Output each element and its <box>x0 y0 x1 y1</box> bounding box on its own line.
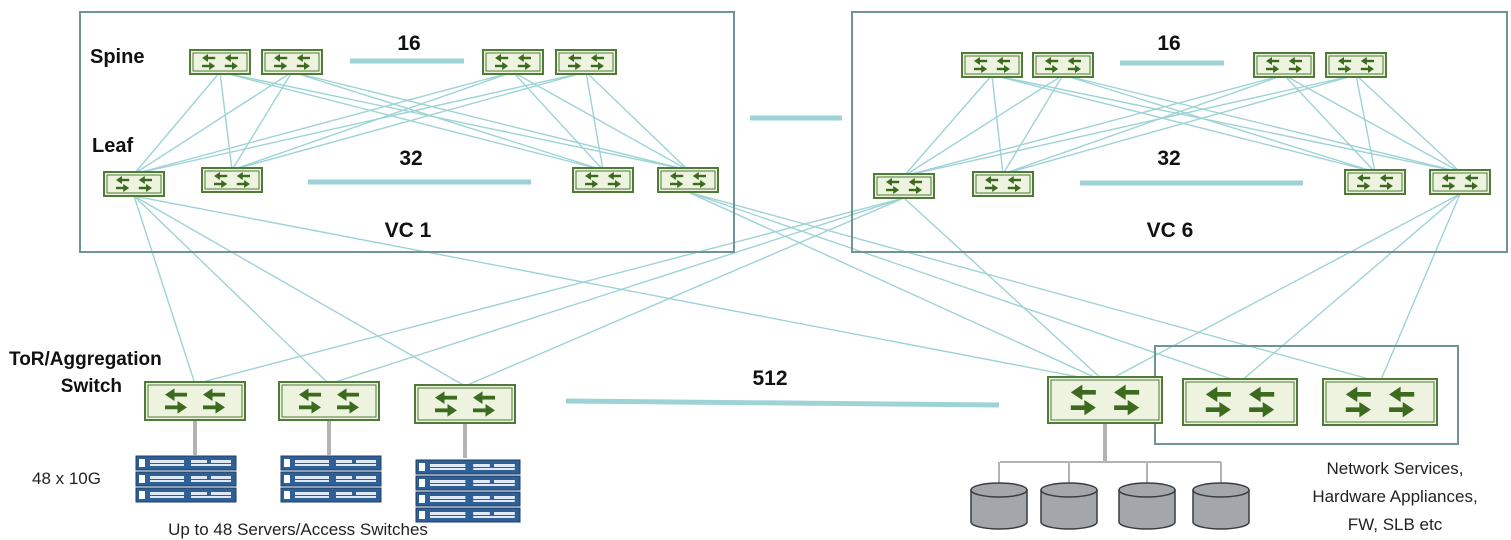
count-bars <box>308 58 1303 408</box>
spine-leaf-link <box>133 71 221 175</box>
leaf-tor-link <box>133 195 466 387</box>
leaf-tor-link <box>328 197 905 385</box>
spine-leaf-link <box>1002 74 1285 175</box>
leaf-tor-link <box>133 195 330 385</box>
leaf-tor-link <box>194 197 905 385</box>
leaf-tor-link <box>687 191 1381 383</box>
spine-leaf-link <box>585 71 604 171</box>
storage-cylinder-1: storage-cylinder-icon <box>970 482 1028 530</box>
link-lines <box>133 71 1461 387</box>
spine-leaf-link <box>1062 74 1461 173</box>
tor-label-line1: ToR/Aggregation <box>9 349 162 370</box>
leaf-switch-vc1-1: switch-icon <box>103 171 165 197</box>
spine-leaf-link <box>1283 74 1461 173</box>
spine-leaf-link <box>512 71 689 171</box>
leaf-tor-link <box>133 195 196 385</box>
servers-caption: Up to 48 Servers/Access Switches <box>168 520 428 539</box>
spine-label: Spine <box>90 46 144 68</box>
devices: switch-icon switch-icon switch-icon switch-… <box>103 49 1491 530</box>
vc1-leaf-count: 32 <box>399 147 422 170</box>
spine-switch-vc6-2: switch-icon <box>1032 52 1094 78</box>
leaf-tor-link <box>133 195 1106 383</box>
leaf-tor-link <box>687 191 1241 383</box>
services-line1: Network Services, <box>1327 459 1464 478</box>
spine-leaf-link <box>1002 74 1357 175</box>
tor-switch-2: switch-icon <box>278 381 380 421</box>
spine-switch-vc6-4: switch-icon <box>1325 52 1387 78</box>
tor-switch-1: switch-icon <box>144 381 246 421</box>
spine-leaf-link <box>991 74 1004 175</box>
vc1-spine-count: 16 <box>397 32 420 55</box>
leaf-tor-link <box>1379 193 1461 383</box>
spine-switch-vc1-2: switch-icon <box>261 49 323 75</box>
leaf-tor-link <box>1104 193 1461 383</box>
leaf-switch-vc1-3: switch-icon <box>572 167 634 193</box>
spine-switch-vc1-1: switch-icon <box>189 49 251 75</box>
spine-leaf-link <box>219 71 233 171</box>
spine-leaf-link <box>133 71 293 175</box>
leaf-switch-vc6-3: switch-icon <box>1344 169 1406 195</box>
vc6-name: VC 6 <box>1147 219 1194 242</box>
service-switch-1: switch-icon <box>1047 376 1163 424</box>
spine-leaf-link <box>903 74 1064 177</box>
spine-leaf-link <box>133 71 514 175</box>
spine-leaf-link <box>1355 74 1461 173</box>
leaf-switch-vc6-4: switch-icon <box>1429 169 1491 195</box>
storage-cylinder-4: storage-cylinder-icon <box>1192 482 1250 530</box>
vc1-box <box>79 11 735 253</box>
services-line3: FW, SLB etc <box>1348 515 1443 534</box>
server-stack-1: server-rack-icon <box>135 455 237 503</box>
leaf-tor-link <box>464 197 905 387</box>
tor-count: 512 <box>752 367 787 390</box>
port-label: 48 x 10G <box>32 469 101 488</box>
spine-leaf-link <box>291 71 604 171</box>
spine-leaf-link <box>585 71 689 171</box>
service-switch-3: switch-icon <box>1322 378 1438 426</box>
leaf-tor-link <box>903 197 1106 383</box>
spine-leaf-link <box>231 71 514 171</box>
spine-switch-vc6-1: switch-icon <box>961 52 1023 78</box>
spine-leaf-link <box>133 71 587 175</box>
tor-label-line2: Switch <box>61 376 122 397</box>
spine-switch-vc1-4: switch-icon <box>555 49 617 75</box>
spine-leaf-link <box>231 71 587 171</box>
leaf-switch-vc1-4: switch-icon <box>657 167 719 193</box>
spine-leaf-link <box>1002 74 1064 175</box>
storage-cylinder-2: storage-cylinder-icon <box>1040 482 1098 530</box>
services-line2: Hardware Appliances, <box>1312 487 1477 506</box>
leaf-switch-vc6-1: switch-icon <box>873 173 935 199</box>
spine-leaf-link <box>903 74 1285 177</box>
spine-leaf-link <box>231 71 293 171</box>
leaf-switch-vc6-2: switch-icon <box>972 171 1034 197</box>
spine-leaf-link <box>903 74 993 177</box>
leaf-tor-link <box>1239 193 1461 383</box>
spine-switch-vc1-3: switch-icon <box>482 49 544 75</box>
leaf-label: Leaf <box>92 135 133 157</box>
spine-leaf-link <box>1062 74 1376 173</box>
spine-leaf-link <box>219 71 689 171</box>
leaf-switch-vc1-2: switch-icon <box>201 167 263 193</box>
server-stack-3: server-rack-icon <box>415 459 521 523</box>
spine-switch-vc6-3: switch-icon <box>1253 52 1315 78</box>
vc6-box <box>851 11 1508 253</box>
vc1-name: VC 1 <box>385 219 432 242</box>
vc6-spine-count: 16 <box>1157 32 1180 55</box>
tor-switch-3: switch-icon <box>414 384 516 424</box>
spine-leaf-link <box>1355 74 1376 173</box>
service-switch-2: switch-icon <box>1182 378 1298 426</box>
tor-count-bar <box>565 398 1000 408</box>
leaf-tor-link <box>687 191 1106 383</box>
spine-leaf-link <box>991 74 1461 173</box>
spine-leaf-link <box>903 74 1357 177</box>
server-stack-2: server-rack-icon <box>280 455 382 503</box>
spine-leaf-link <box>291 71 689 171</box>
vc6-leaf-count: 32 <box>1157 147 1180 170</box>
storage-cylinder-3: storage-cylinder-icon <box>1118 482 1176 530</box>
